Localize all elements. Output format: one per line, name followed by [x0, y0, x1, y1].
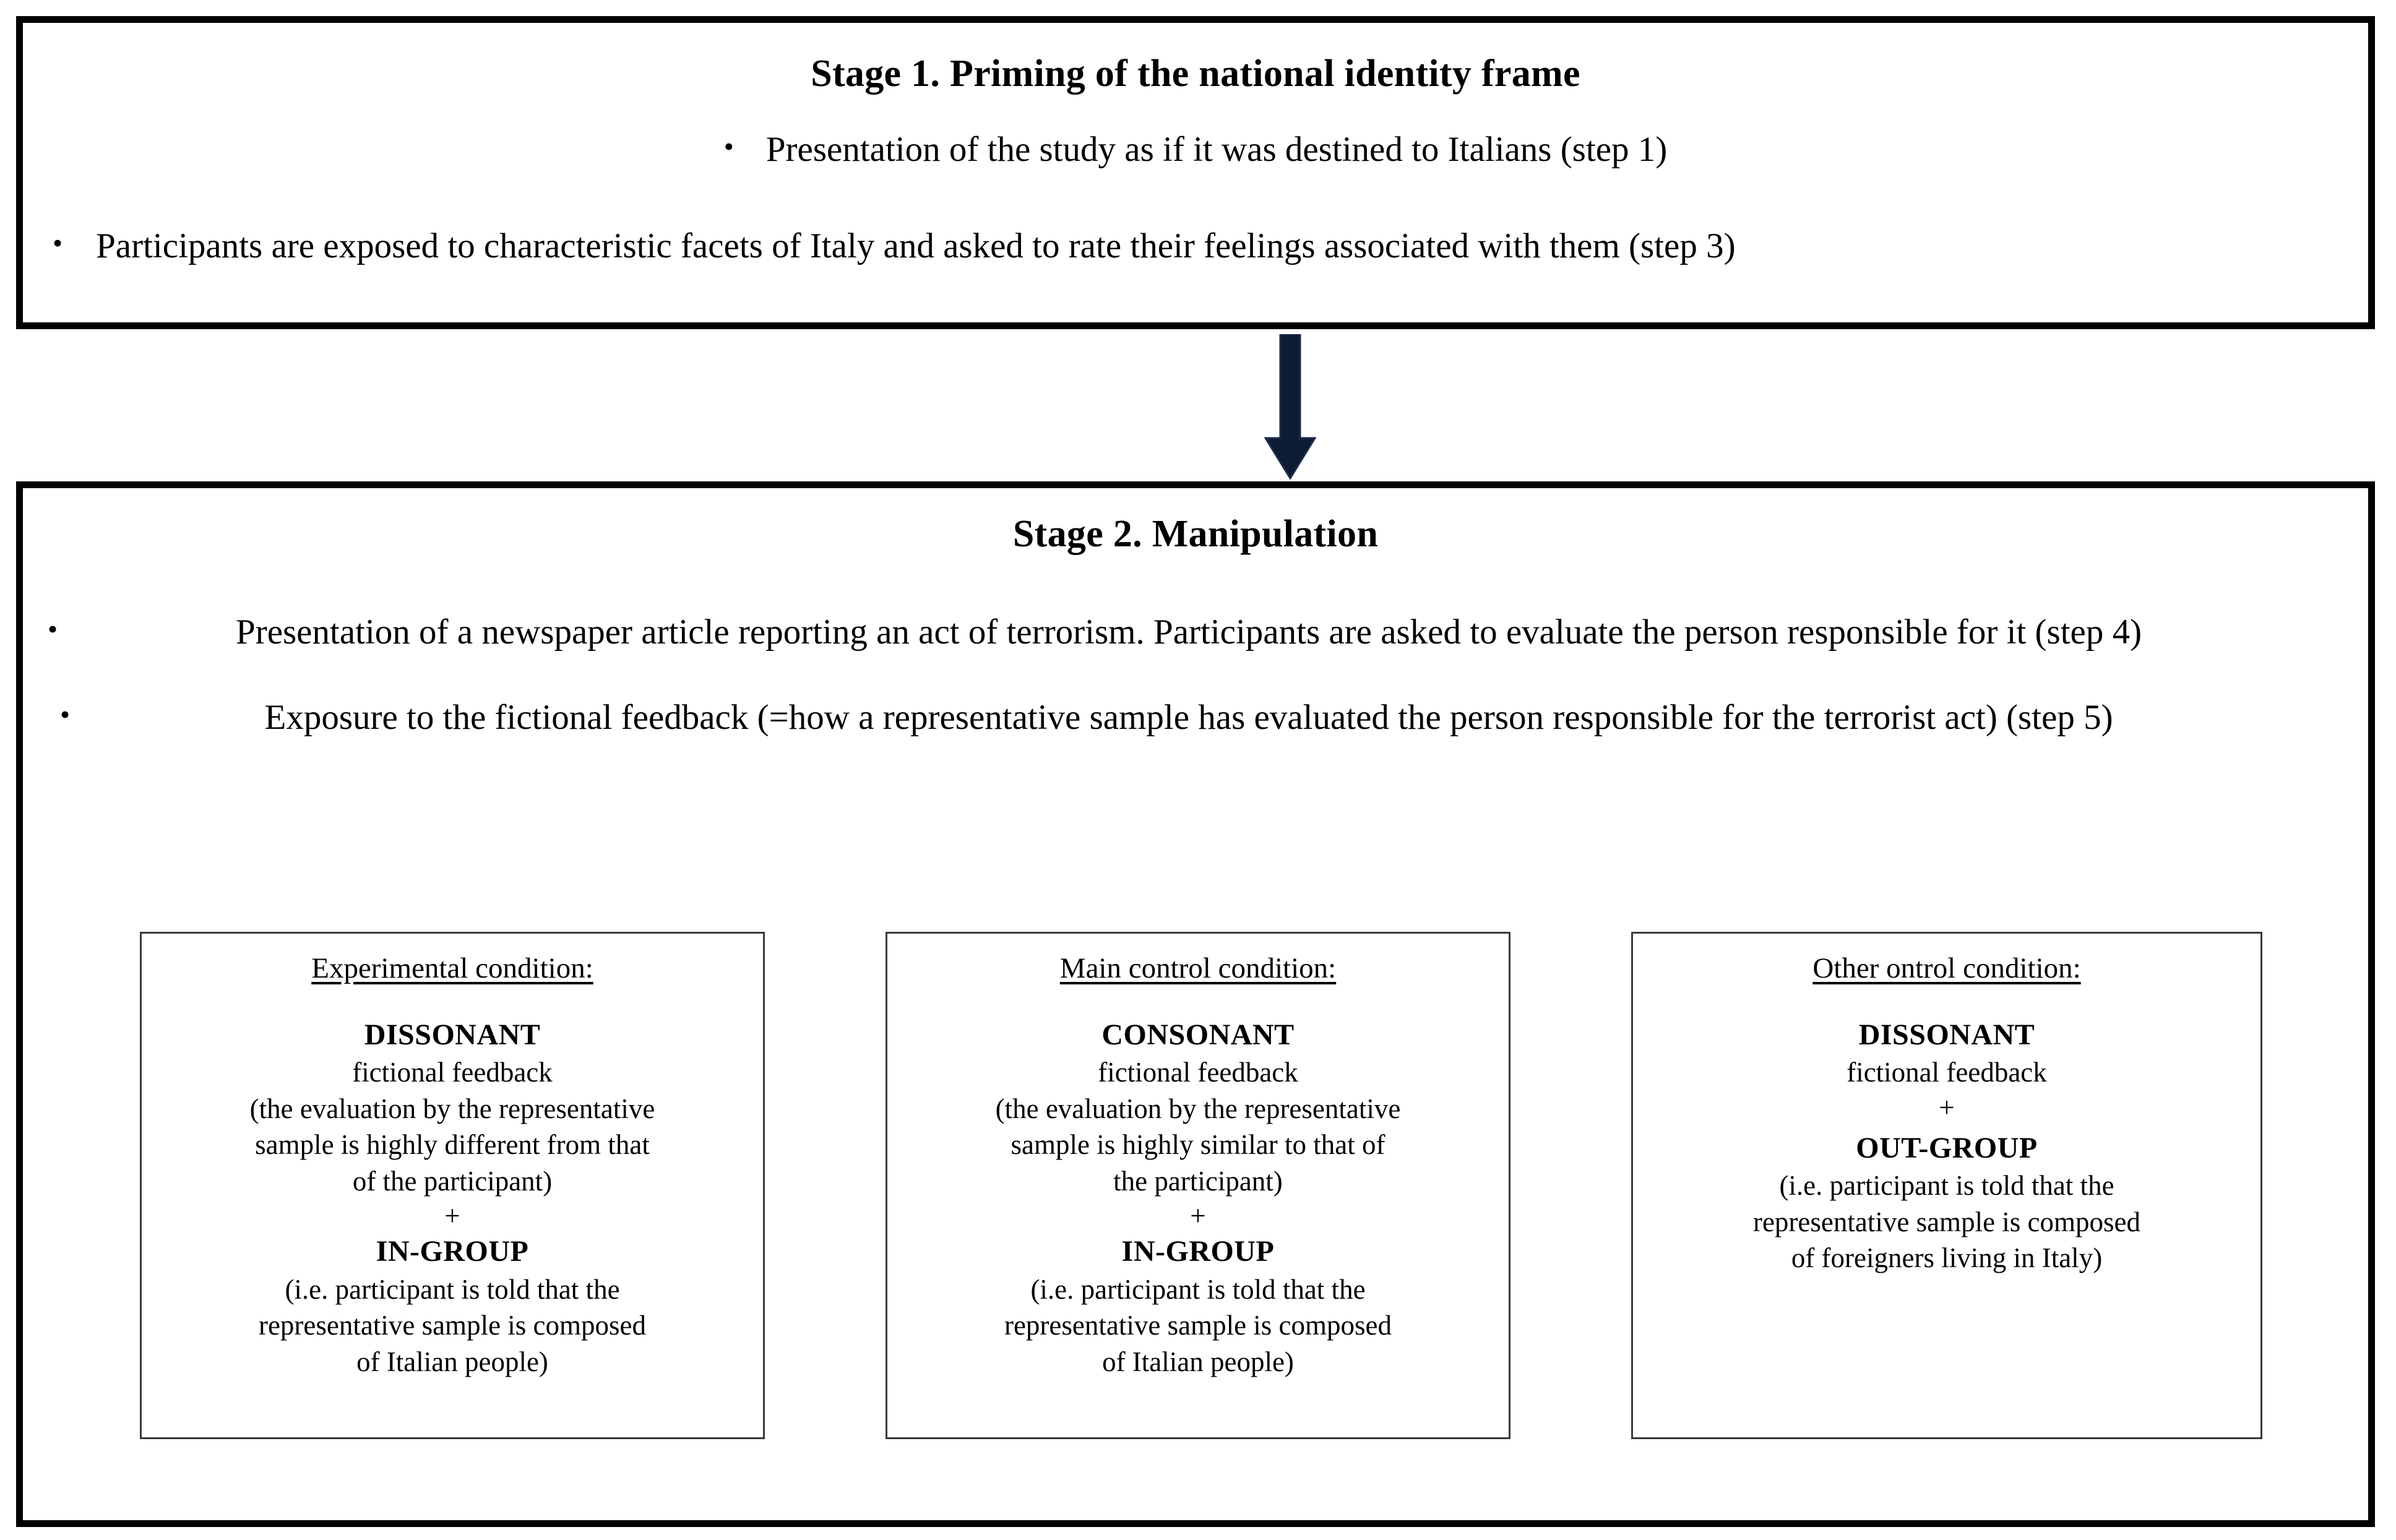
bullet-dot-icon: • — [48, 613, 58, 645]
stage-2-bullet-2: • Exposure to the fictional feedback (=h… — [23, 695, 2368, 739]
condition-detail-line: of Italian people) — [1102, 1346, 1294, 1377]
condition-detail-line: (i.e. participant is told that the — [1030, 1273, 1366, 1305]
condition-detail-line: of Italian people) — [356, 1346, 548, 1377]
condition-detail-line: (the evaluation by the representative — [995, 1093, 1401, 1124]
condition-emphasis-group: IN-GROUP — [376, 1235, 529, 1268]
condition-detail-line: (the evaluation by the representative — [249, 1093, 655, 1124]
stage-1-bullet-1: • Presentation of the study as if it was… — [23, 127, 2368, 171]
condition-detail-line: (i.e. participant is told that the — [1779, 1170, 2114, 1202]
condition-emphasis-feedback: CONSONANT — [1101, 1018, 1295, 1052]
stage-2-title: Stage 2. Manipulation — [1012, 513, 1379, 555]
condition-feedback-label: fictional feedback — [1098, 1057, 1298, 1088]
stage-2-box: Stage 2. Manipulation • Presentation of … — [16, 481, 2375, 1527]
condition-box-main-control: Main control condition: CONSONANT fictio… — [886, 932, 1510, 1439]
condition-box-experimental: Experimental condition: DISSONANT fictio… — [140, 932, 765, 1439]
condition-plus-sign: + — [1190, 1200, 1206, 1232]
condition-detail-line: sample is highly different from that — [255, 1129, 650, 1161]
condition-emphasis-feedback: DISSONANT — [364, 1018, 541, 1052]
condition-plus-sign: + — [1939, 1091, 1955, 1123]
condition-detail-line: the participant) — [1113, 1165, 1283, 1197]
stage-1-bullet-2: • Participants are exposed to characteri… — [23, 224, 2368, 268]
condition-emphasis-group: IN-GROUP — [1121, 1235, 1275, 1268]
stage-1-title: Stage 1. Priming of the national identit… — [811, 53, 1580, 95]
spacer — [1644, 1124, 2249, 1129]
condition-plus-sign: + — [444, 1200, 460, 1232]
stage-2-bullet-1: • Presentation of a newspaper article re… — [23, 610, 2368, 654]
stage-1-bullet-1-text: Presentation of the study as if it was d… — [765, 130, 1668, 170]
condition-heading: Other ontrol condition: — [1812, 952, 2081, 984]
condition-detail-line: representative sample is composed — [1004, 1310, 1392, 1341]
condition-detail-line: of foreigners living in Italy) — [1791, 1242, 2103, 1274]
condition-heading: Main control condition: — [1059, 952, 1337, 984]
stage-2-bullet-1-text: Presentation of a newspaper article repo… — [236, 613, 2142, 652]
condition-detail-line: representative sample is composed — [258, 1310, 647, 1341]
stage-2-bullet-2-text: Exposure to the fictional feedback (=how… — [264, 697, 2113, 737]
condition-box-other-control: Other ontrol condition: DISSONANT fictio… — [1631, 932, 2262, 1439]
bullet-dot-icon: • — [723, 131, 734, 163]
condition-feedback-label: fictional feedback — [1847, 1057, 2047, 1088]
condition-heading: Experimental condition: — [311, 952, 593, 984]
condition-emphasis-feedback: DISSONANT — [1858, 1018, 2035, 1052]
condition-boxes-row: Experimental condition: DISSONANT fictio… — [140, 932, 2262, 1439]
stage-1-bullet-2-text: Participants are exposed to characterist… — [96, 226, 1736, 265]
condition-detail-line: sample is highly similar to that of — [1011, 1129, 1385, 1161]
condition-detail-line: of the participant) — [352, 1165, 553, 1197]
condition-emphasis-group: OUT-GROUP — [1856, 1131, 2038, 1164]
condition-detail-line: representative sample is composed — [1752, 1206, 2141, 1237]
bullet-dot-icon: • — [53, 226, 63, 259]
condition-detail-line: (i.e. participant is told that the — [285, 1273, 620, 1305]
down-arrow-icon — [1264, 334, 1316, 480]
stage-1-box: Stage 1. Priming of the national identit… — [16, 16, 2375, 329]
condition-feedback-label: fictional feedback — [352, 1057, 553, 1088]
bullet-dot-icon: • — [60, 698, 71, 730]
